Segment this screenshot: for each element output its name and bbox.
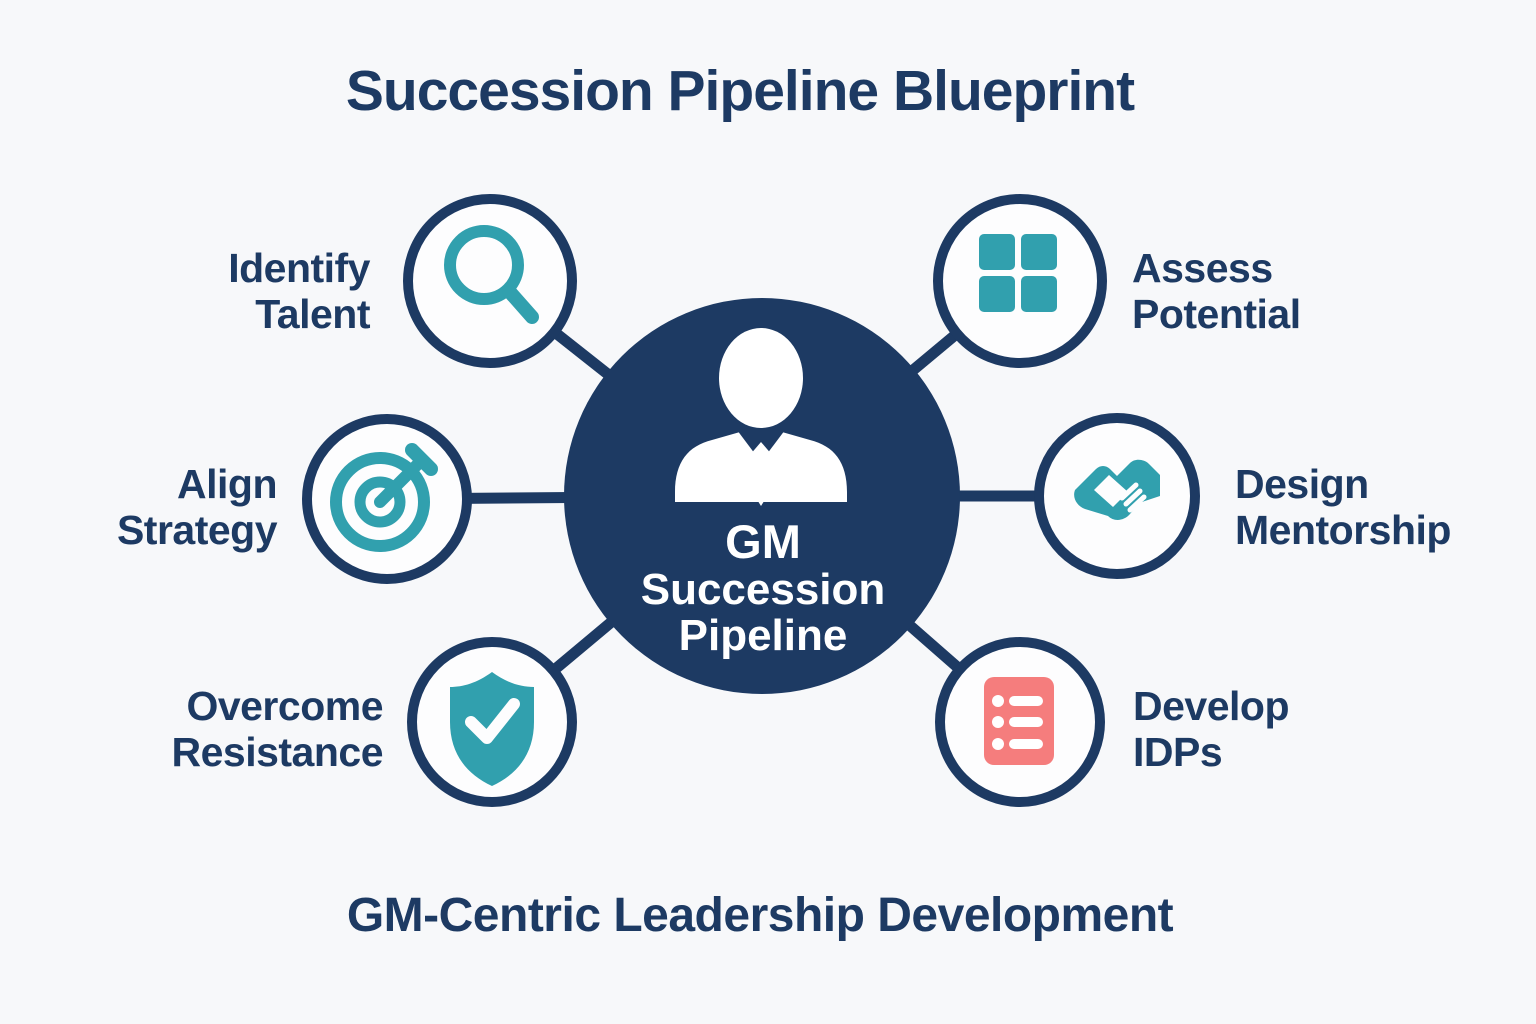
node-label-line: Resistance [171, 728, 383, 775]
checklist-icon [984, 677, 1054, 765]
magnifying-glass-icon [444, 225, 539, 324]
node-label-line: IDPs [1133, 728, 1223, 775]
shield-check-icon [450, 672, 534, 786]
handshake-icon [1074, 459, 1160, 520]
node-label-line: Identify [228, 245, 370, 291]
node-label-design-mentorship: Design Mentorship [1235, 461, 1535, 554]
node-label-overcome-resistance: Overcome Resistance [80, 683, 383, 776]
node-label-line: Mentorship [1235, 506, 1451, 553]
node-label-identify-talent: Identify Talent [100, 245, 370, 338]
node-label-develop-idps: Develop IDPs [1133, 683, 1433, 776]
grid-icon [979, 234, 1057, 312]
page-title: Succession Pipeline Blueprint [345, 59, 1135, 123]
node-label-line: Develop [1133, 683, 1290, 729]
node-circle-identify-talent [403, 194, 577, 368]
node-label-line: Align [177, 461, 277, 507]
node-label-line: Design [1235, 461, 1369, 507]
node-label-align-strategy: Align Strategy [0, 461, 278, 554]
node-label-line: Strategy [116, 506, 278, 553]
node-label-line: Overcome [186, 683, 383, 729]
node-circle-assess-potential [933, 194, 1107, 368]
node-label-assess-potential: Assess Potential [1132, 245, 1452, 338]
center-label-line: Pipeline [678, 611, 848, 661]
node-label-line: Potential [1132, 290, 1301, 337]
footer-caption: GM-Centric Leadership Development [346, 889, 1174, 942]
target-icon [330, 443, 438, 552]
center-label-line: GM [725, 515, 801, 568]
node-label-line: Talent [255, 290, 370, 337]
person-icon [675, 328, 847, 506]
center-label-line: Succession [640, 564, 886, 614]
center-label: GM Succession Pipeline [563, 517, 963, 660]
node-label-line: Assess [1132, 245, 1273, 291]
